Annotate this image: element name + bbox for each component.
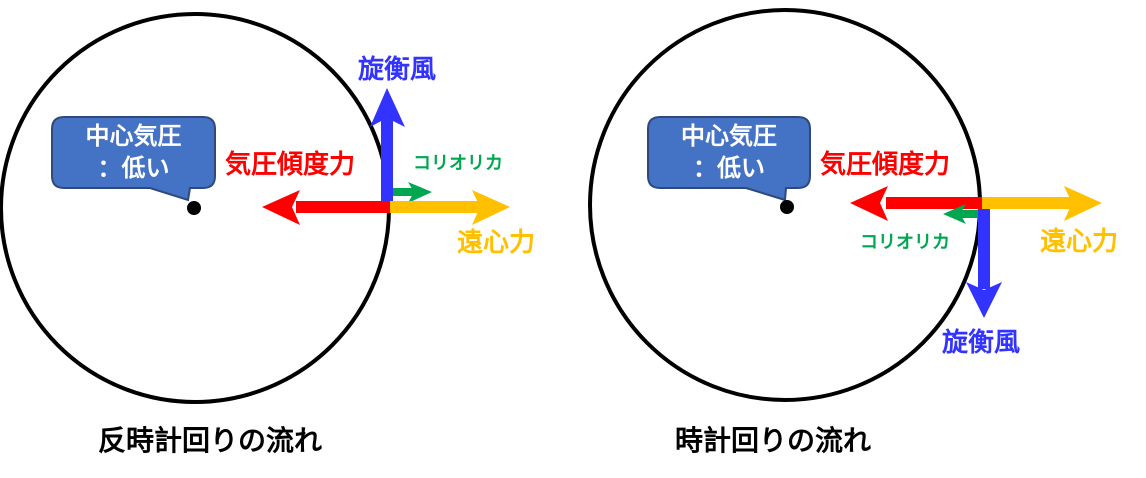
left-callout-line2: ：低い	[97, 154, 170, 182]
left-title: 反時計回りの流れ	[98, 424, 323, 457]
left-center-dot	[187, 201, 201, 215]
right-wind-label: 旋衡風	[942, 328, 1021, 358]
left-wind-arrow	[370, 88, 405, 201]
right-pressure-arrow	[850, 186, 982, 221]
right-centrifugal-label: 遠心力	[1040, 227, 1119, 257]
right-coriolis-label: コリオリカ	[860, 232, 950, 253]
left-wind-label: 旋衡風	[358, 55, 437, 85]
right-callout-line1: 中心気圧	[681, 122, 777, 150]
right-centrifugal-arrow	[982, 186, 1102, 221]
right-pressure-label: 気圧傾度力	[820, 150, 951, 180]
left-centrifugal-arrow	[390, 190, 510, 225]
left-coriolis-arrow	[388, 182, 432, 203]
right-title: 時計回りの流れ	[675, 424, 872, 457]
left-centrifugal-label: 遠心力	[457, 228, 536, 258]
right-wind-arrow	[966, 209, 1002, 318]
left-callout-text: 中心気圧 ：低い	[52, 120, 215, 184]
right-center-dot	[780, 200, 794, 214]
left-callout-line1: 中心気圧	[85, 122, 182, 150]
left-callout-box	[51, 116, 216, 202]
right-callout-text: 中心気圧 ：低い	[648, 120, 810, 184]
right-coriolis-arrow	[943, 204, 979, 224]
left-pressure-arrow	[262, 190, 390, 225]
right-callout-box	[647, 116, 811, 202]
right-callout-line2: ：低い	[693, 154, 765, 182]
left-pressure-label: 気圧傾度力	[225, 150, 356, 180]
left-coriolis-label: コリオリカ	[413, 153, 503, 174]
